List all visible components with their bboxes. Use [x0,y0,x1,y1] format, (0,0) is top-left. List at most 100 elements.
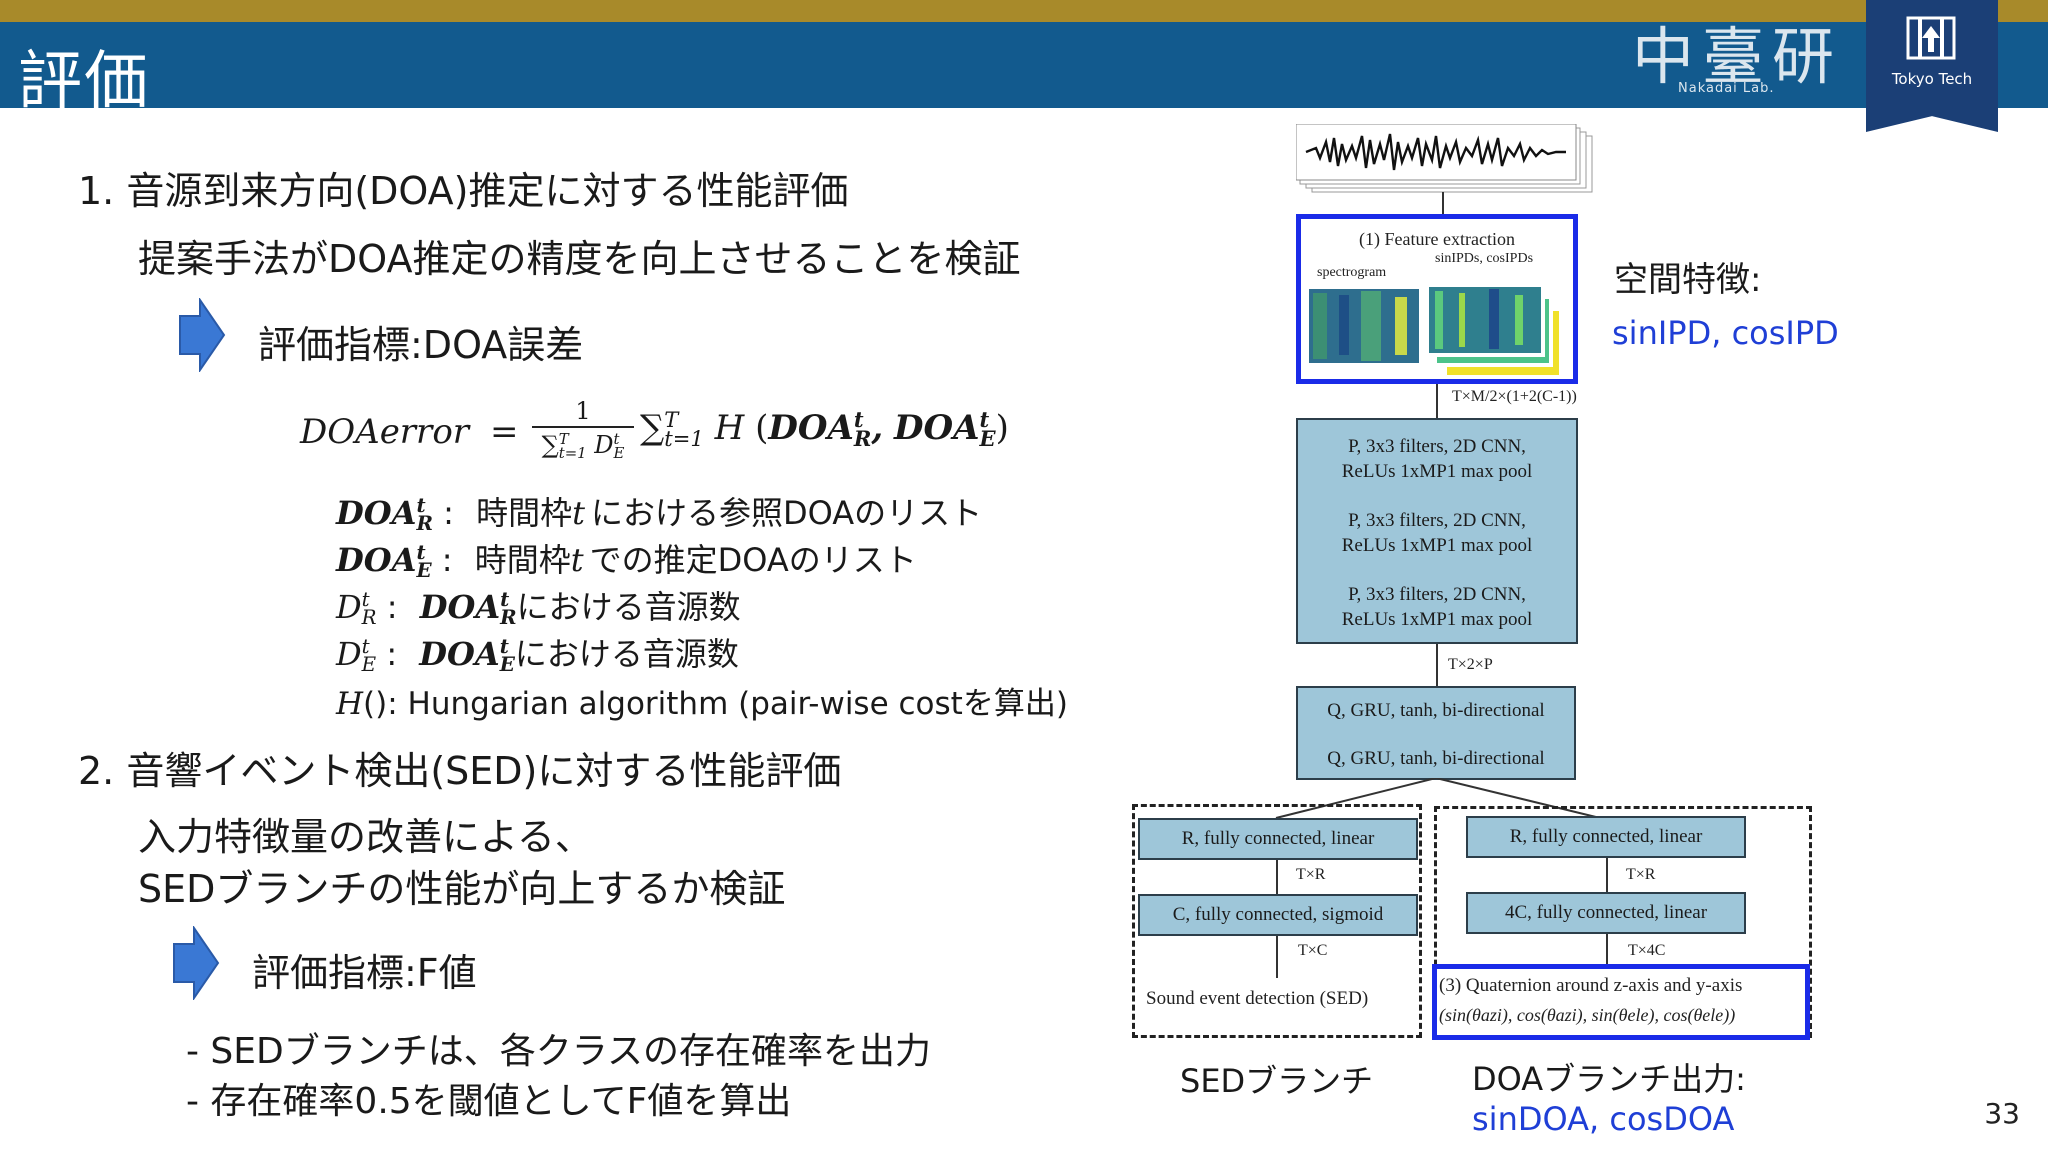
section2-subline1: 入力特徴量の改善による、 [138,815,593,859]
rhs-doa-r-sub: R [853,426,872,451]
section2-subline2: SEDブランチの性能が向上するか検証 [138,867,786,911]
connector [1436,644,1438,686]
def-symbol: H [336,686,364,722]
def-symbol: DOA [336,494,417,532]
section2-metric: 評価指標:F値 [252,951,477,995]
cnn-layer-line: P, 3x3 filters, 2D CNN, [1348,436,1526,457]
def-separator: : [443,494,454,532]
connector [1276,936,1278,978]
section1-subheading: 提案手法がDOA推定の精度を向上させることを検証 [138,237,1021,281]
section2-heading: 2. 音響イベント検出(SED)に対する性能評価 [78,749,842,793]
def-text: 時間枠 [474,541,571,579]
rhs-doa-e-sub: E [979,426,996,451]
doa-dim-b: T×4C [1628,942,1666,959]
doa-dim-a: T×R [1626,866,1656,883]
cnn-layer: P, 3x3 filters, 2D CNN, ReLUs 1xMP1 max … [1298,582,1576,632]
doa-fc1-block: R, fully connected, linear [1466,816,1746,858]
rhs-doa-e-sup: t [979,407,990,433]
rhs-sum-sub: t=1 [664,426,704,451]
lab-logo-sub: Nakadai Lab. [1678,81,1775,96]
doa-output-box: (3) Quaternion around z-axis and y-axis … [1432,964,1810,1040]
sed-output: Sound event detection (SED) [1146,988,1369,1009]
sed-fc1-block: R, fully connected, linear [1138,818,1418,860]
header-gold-strip [0,0,2048,22]
rhs-doa-r-sup: t [853,407,864,433]
spatial-features-label: 空間特徴: [1614,260,1762,300]
def-symbol: D [336,588,362,626]
cnn-block: P, 3x3 filters, 2D CNN, ReLUs 1xMP1 max … [1296,418,1578,644]
def-bold-symbol: DOA [419,635,500,673]
rhs-paren-close: ) [995,408,1009,448]
def-bold-sup: t [499,634,509,659]
sed-dim-b: T×C [1298,942,1328,959]
def-sup: t [361,635,370,659]
university-name: Tokyo Tech [1891,70,1973,88]
doa-output-line2: (sin(θazi), cos(θazi), sin(θele), cos(θe… [1439,1005,1736,1025]
formula-eq: = [490,412,519,452]
doa-fc2-block: 4C, fully connected, linear [1466,892,1746,934]
formula-lhs: DOAerror [300,412,470,452]
lab-logo-kanji: 中臺研 [1632,20,1843,93]
sed-branch-box [1132,804,1422,1038]
rhs-doa-r: DOA [768,408,854,448]
def-var: t [570,541,584,579]
def-text: における音源数 [514,635,739,673]
gru-layer: Q, GRU, tanh, bi-directional [1327,748,1545,769]
gru-layer: Q, GRU, tanh, bi-directional [1327,700,1545,721]
def-sup: t [361,588,370,612]
spectrogram-label: spectrogram [1317,265,1387,280]
section1-metric: 評価指標:DOA誤差 [258,323,584,367]
def-symbol: D [336,635,362,673]
den-sum-sup: T [558,430,569,449]
rhs-sum-sup: T [664,407,679,433]
connector [1442,192,1444,214]
den-d: D [594,431,614,459]
university-logo-icon [1906,16,1956,60]
section1-heading: 1. 音源到来方向(DOA)推定に対する性能評価 [78,169,849,213]
den-d-sub: E [613,443,625,462]
university-badge: Tokyo Tech [1866,0,1998,132]
gru-block: Q, GRU, tanh, bi-directional Q, GRU, tan… [1296,686,1576,780]
rhs-paren-open: ( [755,408,769,448]
spectrogram-image [1309,287,1559,375]
sed-dim-a: T×R [1296,866,1326,883]
def-text: 時間枠 [476,494,573,532]
rhs-h: H [714,408,745,448]
connector [1276,860,1278,894]
waveform-icon [1296,124,1593,193]
page-title: 評価 [18,45,150,119]
lab-logo: 中臺研 Nakadai Lab. [1632,20,1843,97]
dim-label-1: T×M/2×(1+2(C-1)) [1452,388,1577,405]
def-separator: : [386,635,398,673]
cnn-layer: P, 3x3 filters, 2D CNN, ReLUs 1xMP1 max … [1298,434,1576,484]
def-bold-sub: E [499,652,515,676]
def-sup: t [416,540,426,565]
feature-extraction-box: (1) Feature extraction spectrogram sinIP… [1296,214,1578,384]
def-sub: E [416,558,432,582]
def-separator: : [386,588,398,626]
doa-output-line1: (3) Quaternion around z-axis and y-axis [1439,975,1743,996]
def-bold-symbol: DOA [419,588,501,626]
doa-branch-caption-values: sinDOA, cosDOA [1472,1100,1735,1138]
def-text: (): Hungarian algorithm (pair-wise costを… [363,686,1068,722]
cnn-layer-line: P, 3x3 filters, 2D CNN, [1348,584,1526,605]
dim-label-2: T×2×P [1448,656,1493,673]
header-bar [0,22,2048,108]
def-sub: R [361,606,377,629]
definition-hungarian: H(): Hungarian algorithm (pair-wise cost… [336,678,1068,723]
fraction-numerator: 1 [575,397,591,425]
section2-bullet2: - 存在確率0.5を閾値としてF値を算出 [186,1081,792,1122]
rhs-comma: , [871,408,884,448]
connector [1436,384,1438,418]
def-sup: t [416,493,426,518]
